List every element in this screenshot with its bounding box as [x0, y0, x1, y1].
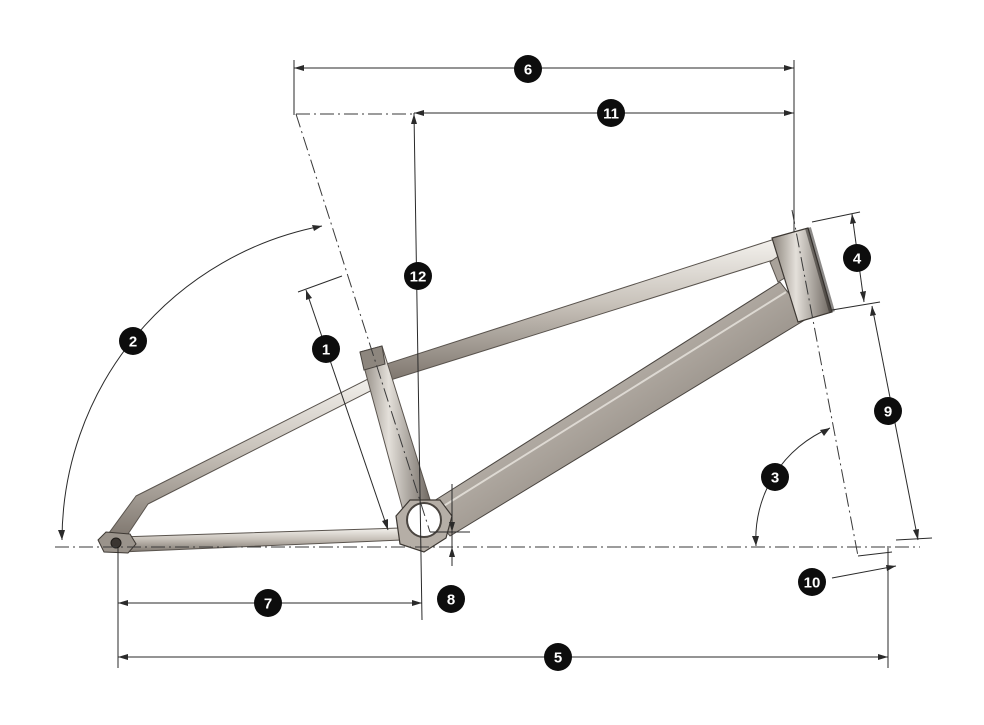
svg-text:11: 11: [603, 106, 619, 123]
measurement-badge-12: 12: [404, 262, 432, 290]
measurement-badge-9: 9: [874, 397, 902, 425]
svg-text:4: 4: [853, 251, 862, 268]
head-tube: [771, 227, 835, 323]
measurement-badge-7: 7: [254, 589, 282, 617]
down-tube: [425, 281, 809, 537]
measurement-badge-10: 10: [798, 568, 826, 596]
reference-lines: [55, 113, 920, 557]
bottom-bracket: [395, 499, 453, 553]
measurement-badge-1: 1: [312, 335, 340, 363]
measurement-badge-4: 4: [843, 244, 871, 272]
bike-frame: [97, 227, 835, 554]
svg-text:3: 3: [771, 470, 779, 487]
svg-text:9: 9: [884, 404, 892, 421]
svg-text:5: 5: [554, 650, 562, 667]
svg-text:7: 7: [264, 596, 272, 613]
svg-text:2: 2: [129, 334, 137, 351]
measurement-badge-8: 8: [437, 585, 465, 613]
svg-text:12: 12: [410, 269, 427, 286]
seat-tube-axis-line: [295, 113, 431, 533]
measurement-badge-2: 2: [119, 327, 147, 355]
svg-text:6: 6: [524, 62, 532, 79]
chainstay: [117, 527, 403, 553]
rear-dropout: [97, 531, 137, 554]
svg-text:8: 8: [447, 592, 455, 609]
svg-text:1: 1: [322, 342, 330, 359]
dimension-lines: [58, 60, 933, 668]
measurement-badge-3: 3: [761, 463, 789, 491]
measurement-badge-5: 5: [544, 643, 572, 671]
seat-stay: [105, 373, 387, 541]
svg-text:10: 10: [804, 575, 821, 592]
head-tube-axis-line: [791, 209, 859, 557]
measurement-badge-6: 6: [514, 55, 542, 83]
measurement-badge-11: 11: [597, 99, 625, 127]
